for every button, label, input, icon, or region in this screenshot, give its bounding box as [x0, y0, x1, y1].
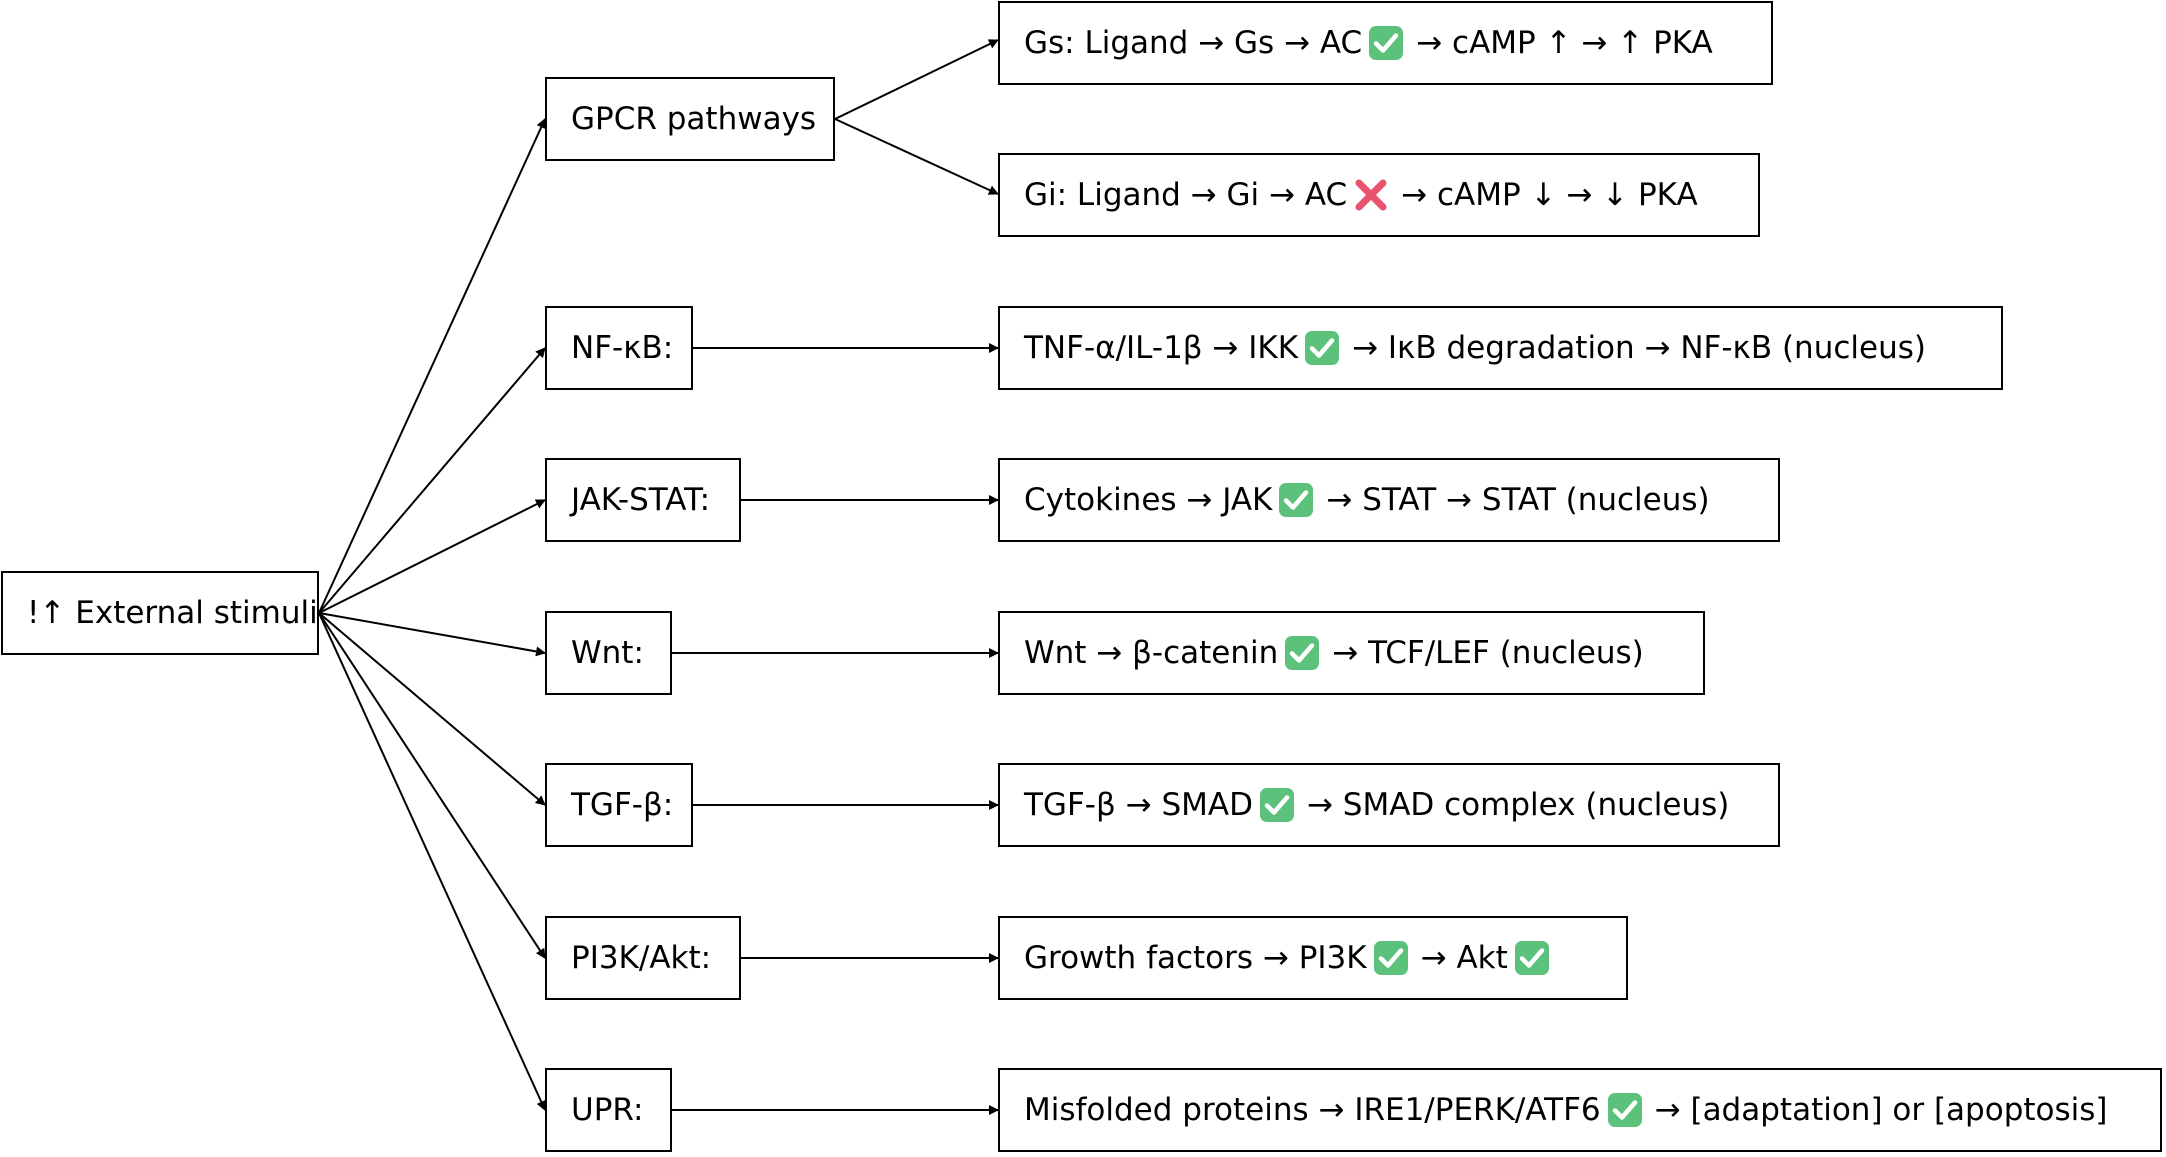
pathway-text-segment: Cytokines → JAK [1024, 482, 1273, 518]
category-node-gpcr: GPCR pathways [545, 77, 835, 161]
edge-gpcr-to-gi [834, 118, 999, 195]
pathway-text: Cytokines → JAK → STAT → STAT (nucleus) [1000, 482, 1710, 518]
check-mark-icon [1278, 482, 1314, 518]
check-mark-icon [1368, 25, 1404, 61]
pathway-node-upr-path: Misfolded proteins → IRE1/PERK/ATF6 → [ad… [998, 1068, 2162, 1152]
pathway-text-segment: Wnt → β-catenin [1024, 635, 1279, 671]
pathway-node-wnt-path: Wnt → β-catenin → TCF/LEF (nucleus) [998, 611, 1705, 695]
pathway-node-nfkb-path: TNF-α/IL-1β → IKK → IκB degradation → NF-… [998, 306, 2003, 390]
cross-mark-icon [1353, 177, 1389, 213]
pathway-text-segment: → TCF/LEF (nucleus) [1332, 635, 1644, 671]
root-node: !↑ External stimuli [1, 571, 319, 655]
category-label: PI3K/Akt: [571, 940, 712, 976]
category-node-upr: UPR: [545, 1068, 672, 1152]
category-label: NF-κB: [571, 330, 674, 366]
edge-root-to-jakstat [318, 499, 546, 614]
check-mark-icon [1284, 635, 1320, 671]
category-label: TGF-β: [571, 787, 674, 823]
connector-edges [318, 39, 999, 1115]
pathway-text: Wnt → β-catenin → TCF/LEF (nucleus) [1000, 635, 1644, 671]
pathway-text-segment: → cAMP ↑ → ↑ PKA [1416, 25, 1713, 61]
edge-root-to-gpcr [318, 118, 546, 614]
pathway-text: Gi: Ligand → Gi → AC → cAMP ↓ → ↓ PKA [1000, 177, 1698, 213]
check-mark-icon [1514, 940, 1550, 976]
pathway-node-pi3k-path: Growth factors → PI3K → Akt [998, 916, 1628, 1000]
edge-gpcr-to-gs [834, 39, 999, 120]
pathway-text-segment: → SMAD complex (nucleus) [1306, 787, 1730, 823]
check-mark-icon [1259, 787, 1295, 823]
check-mark-icon [1607, 1092, 1643, 1128]
pathway-text-segment: → Akt [1420, 940, 1508, 976]
pathway-text-segment: Gi: Ligand → Gi → AC [1024, 177, 1348, 213]
pathway-text: Misfolded proteins → IRE1/PERK/ATF6 → [ad… [1000, 1092, 2108, 1128]
pathway-text: TGF-β → SMAD → SMAD complex (nucleus) [1000, 787, 1729, 823]
edge-root-to-tgfb [318, 612, 546, 806]
category-label: Wnt: [571, 635, 644, 671]
pathway-text: Gs: Ligand → Gs → AC → cAMP ↑ → ↑ PKA [1000, 25, 1713, 61]
category-label: JAK-STAT: [571, 482, 711, 518]
pathway-text-segment: Misfolded proteins → IRE1/PERK/ATF6 [1024, 1092, 1601, 1128]
edge-root-to-pi3k [318, 612, 546, 959]
edge-root-to-wnt [318, 612, 546, 657]
check-mark-icon [1373, 940, 1409, 976]
pathway-node-gi: Gi: Ligand → Gi → AC → cAMP ↓ → ↓ PKA [998, 153, 1760, 237]
edge-root-to-upr [318, 612, 546, 1111]
category-label: UPR: [571, 1092, 644, 1128]
pathway-text-segment: Growth factors → PI3K [1024, 940, 1367, 976]
category-label: GPCR pathways [571, 101, 817, 137]
pathway-text-segment: TGF-β → SMAD [1024, 787, 1253, 823]
pathway-node-jakstat-path: Cytokines → JAK → STAT → STAT (nucleus) [998, 458, 1780, 542]
pathway-text-segment: TNF-α/IL-1β → IKK [1024, 330, 1299, 366]
pathway-node-tgfb-path: TGF-β → SMAD → SMAD complex (nucleus) [998, 763, 1780, 847]
edge-root-to-nfkb [318, 347, 546, 614]
root-label: !↑ External stimuli [27, 595, 318, 631]
pathway-text-segment: → IκB degradation → NF-κB (nucleus) [1352, 330, 1926, 366]
check-mark-icon [1304, 330, 1340, 366]
category-node-jakstat: JAK-STAT: [545, 458, 741, 542]
pathway-text-segment: → cAMP ↓ → ↓ PKA [1401, 177, 1698, 213]
category-node-tgfb: TGF-β: [545, 763, 693, 847]
category-node-wnt: Wnt: [545, 611, 672, 695]
pathway-text: TNF-α/IL-1β → IKK → IκB degradation → NF-… [1000, 330, 1926, 366]
pathway-text: Growth factors → PI3K → Akt [1000, 940, 1562, 976]
category-node-nfkb: NF-κB: [545, 306, 693, 390]
pathway-node-gs: Gs: Ligand → Gs → AC → cAMP ↑ → ↑ PKA [998, 1, 1773, 85]
category-node-pi3k: PI3K/Akt: [545, 916, 741, 1000]
pathway-text-segment: → STAT → STAT (nucleus) [1326, 482, 1710, 518]
pathway-text-segment: Gs: Ligand → Gs → AC [1024, 25, 1363, 61]
pathway-text-segment: → [adaptation] or [apoptosis] [1654, 1092, 2108, 1128]
